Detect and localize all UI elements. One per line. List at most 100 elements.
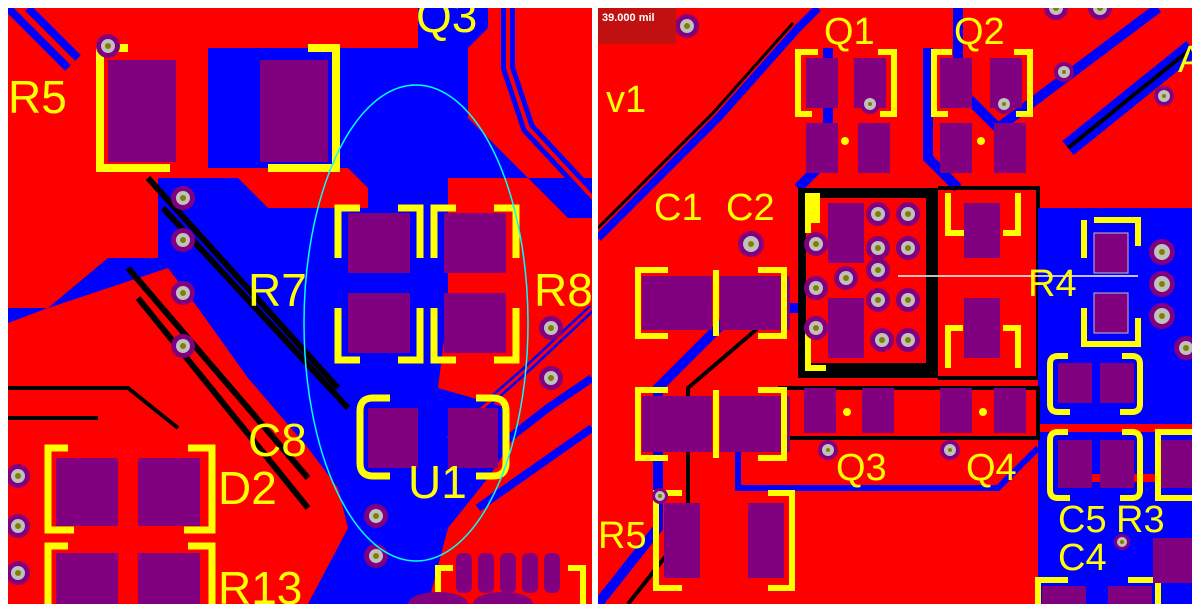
via-group <box>614 8 1192 550</box>
designator-r7: R7 <box>248 264 307 316</box>
designator-a: A <box>1178 39 1192 81</box>
pad[interactable] <box>1100 440 1134 488</box>
pad[interactable] <box>940 58 972 108</box>
pad[interactable] <box>994 123 1026 173</box>
trace-clearance <box>598 22 795 230</box>
pad[interactable] <box>862 388 894 433</box>
top-copper-pour <box>468 8 592 178</box>
bottom-trace <box>8 8 81 71</box>
pad[interactable] <box>1093 232 1129 274</box>
pcb-canvas-left[interactable]: Q3 R5 R7 R8 C8 D2 U1 R13 <box>8 8 592 604</box>
pad[interactable] <box>348 293 410 353</box>
pad[interactable] <box>994 388 1026 433</box>
silkscreen-outline-r4 <box>1081 217 1141 347</box>
designator-r4: R4 <box>1028 263 1077 305</box>
silkscreen-outline <box>808 193 820 223</box>
pad[interactable] <box>964 298 1000 358</box>
pad[interactable] <box>940 388 972 433</box>
pad[interactable] <box>368 408 418 468</box>
ic-pin[interactable] <box>456 553 472 593</box>
silkscreen-outline-q2 <box>931 49 1033 117</box>
pad[interactable] <box>1042 586 1086 604</box>
top-trace <box>506 8 592 200</box>
designator-c1: C1 <box>654 187 703 229</box>
designator-q4: Q4 <box>966 447 1017 489</box>
top-copper-pour <box>428 178 592 604</box>
via-group <box>8 34 563 585</box>
pad[interactable] <box>806 58 838 108</box>
silkscreen-outline-c1 <box>635 267 787 339</box>
designator-q3: Q3 <box>416 8 477 42</box>
pad[interactable] <box>56 458 118 526</box>
pad[interactable] <box>260 60 328 162</box>
pad[interactable] <box>720 276 790 330</box>
pad[interactable] <box>138 553 200 604</box>
silkscreen-outline-c8 <box>356 394 510 480</box>
pad[interactable] <box>1153 538 1192 583</box>
pad[interactable] <box>56 553 118 604</box>
pad[interactable] <box>664 503 700 578</box>
trace-clearance <box>125 175 351 510</box>
ic-pin[interactable] <box>500 553 516 593</box>
pad[interactable] <box>448 408 498 468</box>
pad[interactable] <box>444 213 506 273</box>
silkscreen-outline-q1 <box>795 49 897 117</box>
silkscreen-outline-c2 <box>635 387 787 461</box>
pad[interactable] <box>804 388 836 433</box>
designator-c4: C4 <box>1058 537 1107 579</box>
designator-r5: R5 <box>8 71 67 123</box>
designator-u1: U1 <box>408 456 467 508</box>
designator-q2: Q2 <box>954 11 1005 53</box>
measure-readout: 39.000 mil <box>598 8 676 44</box>
trace-clearance <box>778 386 1040 440</box>
ic-pin[interactable] <box>478 553 494 593</box>
silkscreen-outline-r13 <box>44 542 216 604</box>
designator-c5: C5 <box>1058 499 1107 541</box>
silkscreen-outline-r5 <box>653 490 795 591</box>
ic-pin[interactable] <box>408 592 468 604</box>
pin1-marker <box>977 137 985 145</box>
pad[interactable] <box>1058 440 1092 488</box>
silkscreen-outline-c5 <box>1047 353 1143 415</box>
designator-c8: C8 <box>248 414 307 466</box>
ic-pin[interactable] <box>473 592 533 604</box>
pad[interactable] <box>1058 363 1092 403</box>
pad[interactable] <box>1108 586 1152 604</box>
pad[interactable] <box>642 396 712 452</box>
pad[interactable] <box>642 276 712 330</box>
pad[interactable] <box>828 203 864 263</box>
designator-q1: Q1 <box>824 11 875 53</box>
pcb-view-left[interactable]: Q3 R5 R7 R8 C8 D2 U1 R13 <box>8 8 592 604</box>
ic-pin[interactable] <box>522 553 538 593</box>
pin1-marker <box>843 408 851 416</box>
pin1-marker <box>979 408 987 416</box>
pad[interactable] <box>964 203 1000 258</box>
designator-r5: R5 <box>598 515 647 557</box>
pad[interactable] <box>806 123 838 173</box>
pad[interactable] <box>720 396 790 452</box>
pad[interactable] <box>1093 292 1129 334</box>
silkscreen-outline-r3 <box>1047 429 1143 501</box>
pin1-marker <box>841 137 849 145</box>
pad[interactable] <box>828 298 864 358</box>
pad[interactable] <box>444 293 506 353</box>
trace-clearance <box>1066 46 1192 150</box>
pad[interactable] <box>1100 363 1134 403</box>
pad[interactable] <box>858 123 890 173</box>
designator-q3: Q3 <box>836 447 887 489</box>
pad[interactable] <box>748 503 784 578</box>
silkscreen-outline-r7 <box>334 204 424 364</box>
pad[interactable] <box>940 123 972 173</box>
silkscreen-outline <box>1155 429 1192 501</box>
trace-clearance <box>8 386 180 430</box>
pcb-canvas-right[interactable]: v1 Q1 Q2 A C1 C2 R4 Q3 Q4 R5 C5 R3 C4 <box>598 8 1192 604</box>
pad[interactable] <box>108 60 176 162</box>
pad[interactable] <box>1158 440 1192 488</box>
bottom-trace <box>598 8 821 241</box>
ic-pin[interactable] <box>544 553 560 593</box>
bottom-trace <box>953 8 1161 135</box>
pcb-view-right[interactable]: v1 Q1 Q2 A C1 C2 R4 Q3 Q4 R5 C5 R3 C4 39… <box>598 8 1192 604</box>
pad[interactable] <box>138 458 200 526</box>
designator-r13: R13 <box>218 562 302 604</box>
pad[interactable] <box>348 213 410 273</box>
